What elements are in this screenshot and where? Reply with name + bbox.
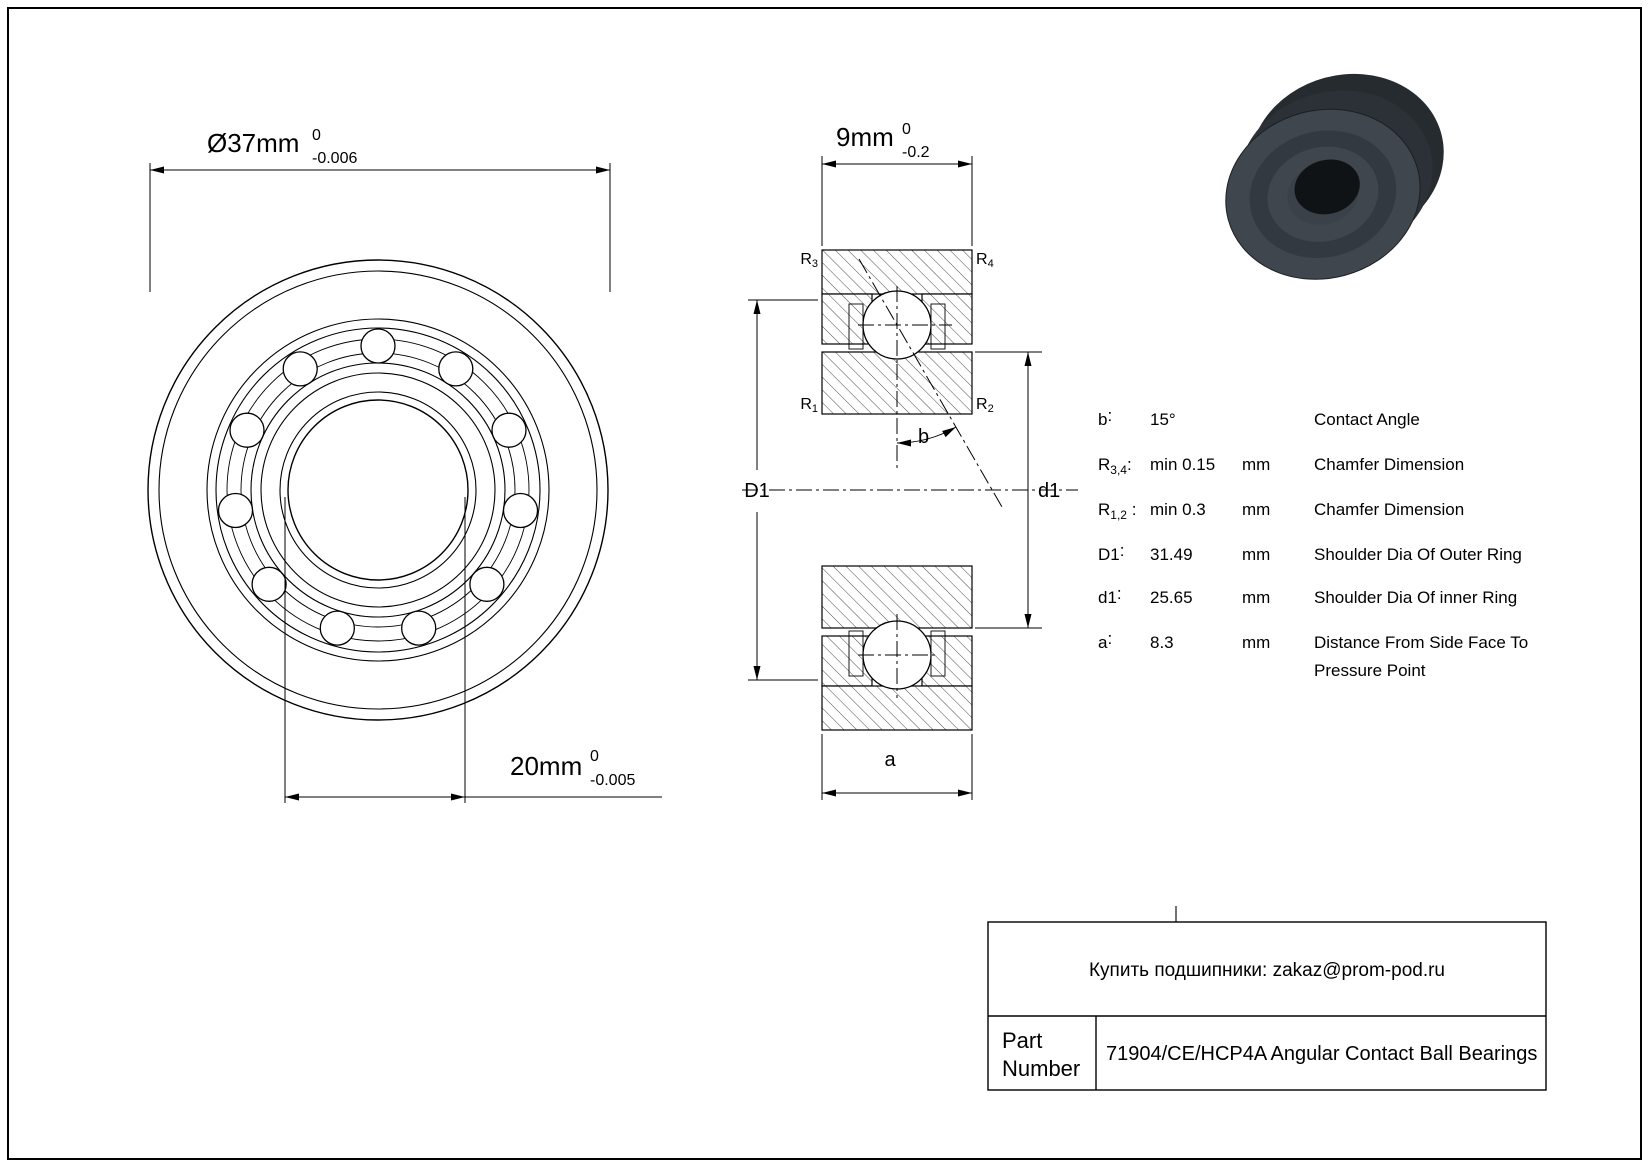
spec-unit: mm	[1242, 500, 1270, 519]
spec-table: b: 15° Contact Angle R3,4: min 0.15 mm C…	[1098, 406, 1528, 680]
inner-ring-outer-circle	[250, 362, 506, 618]
spec-desc: Distance From Side Face To	[1314, 633, 1528, 652]
dim-width-tol-upper: 0	[902, 121, 911, 138]
contact-angle-line	[858, 258, 1003, 508]
part-number: 71904/CE/HCP4A Angular Contact Ball Bear…	[1106, 1043, 1537, 1065]
spec-desc: Shoulder Dia Of Outer Ring	[1314, 545, 1522, 564]
dim-outer-diameter: Ø37mm 0 -0.006	[149, 127, 611, 292]
dim-outer-tol-lower: -0.006	[312, 150, 357, 167]
spec-unit: mm	[1242, 633, 1270, 652]
spec-row: a: 8.3 mm Distance From Side Face To Pre…	[1098, 629, 1528, 680]
ball	[360, 328, 396, 364]
spec-row: R3,4: min 0.15 mm Chamfer Dimension	[1098, 455, 1464, 477]
bearing-outer-diameter-circle	[147, 259, 609, 721]
label-d1: d1	[1038, 480, 1060, 502]
dim-a: a	[821, 734, 973, 800]
inner-ring-shoulder-circle	[260, 372, 496, 608]
chamfer-label-r4: R4	[976, 251, 994, 270]
label-b: b	[918, 426, 929, 448]
spec-row: D1: 31.49 mm Shoulder Dia Of Outer Ring	[1098, 541, 1522, 564]
contact-info: Купить подшипники: zakaz@prom-pod.ru	[1089, 960, 1445, 981]
contact-angle-arc	[896, 426, 957, 447]
spec-value: 8.3	[1150, 633, 1174, 652]
dim-width-text: 9mm	[836, 122, 894, 152]
spec-row: d1: 25.65 mm Shoulder Dia Of inner Ring	[1098, 584, 1517, 607]
spec-row: R1,2 : min 0.3 mm Chamfer Dimension	[1098, 500, 1464, 522]
ball	[491, 412, 527, 448]
chamfer-label-r3: R3	[800, 251, 818, 270]
dim-bore-tol-upper: 0	[590, 748, 599, 765]
dim-width-tol-lower: -0.2	[902, 144, 930, 161]
dim-D1: D1	[744, 299, 818, 681]
inner-ring-chamfer-circle	[279, 391, 477, 589]
dim-bore: 20mm 0 -0.005	[284, 497, 662, 803]
ball	[438, 351, 474, 387]
page-border	[7, 7, 1642, 1160]
cage-section-top-left	[848, 303, 864, 350]
dim-width: 9mm 0 -0.2	[821, 121, 973, 246]
label-D1: D1	[744, 480, 770, 502]
spec-label: a:	[1098, 629, 1112, 652]
cage-section-bottom-right	[930, 630, 946, 677]
outer-raceway-inner-circle	[215, 327, 541, 653]
ball	[401, 610, 437, 646]
spec-desc: Shoulder Dia Of inner Ring	[1314, 588, 1517, 607]
spec-label: R3,4:	[1098, 455, 1132, 477]
spec-value: 31.49	[1150, 545, 1193, 564]
outer-raceway-outer-circle	[206, 318, 550, 662]
outer-ring-bottom-section	[821, 685, 973, 731]
label-a: a	[884, 749, 896, 771]
spec-label: b:	[1098, 406, 1112, 429]
ball	[282, 351, 318, 387]
spec-unit: mm	[1242, 545, 1270, 564]
part-label-line2: Number	[1002, 1056, 1080, 1081]
front-view	[147, 259, 609, 721]
spec-value: min 0.3	[1150, 500, 1206, 519]
ball	[229, 412, 265, 448]
ball-set-front	[217, 328, 539, 646]
spec-value: 25.65	[1150, 588, 1193, 607]
spec-label: d1:	[1098, 584, 1122, 607]
chamfer-labels: R3 R4 R1 R2	[800, 251, 993, 415]
section-view	[742, 249, 1078, 731]
cage-section-top-right	[930, 303, 946, 350]
chamfer-label-r1: R1	[800, 396, 818, 415]
dim-outer-text: Ø37mm	[207, 128, 299, 158]
cage-section-bottom-left	[848, 630, 864, 677]
ball	[217, 492, 254, 529]
dim-outer-tol-upper: 0	[312, 127, 321, 144]
chamfer-label-r2: R2	[976, 396, 994, 415]
spec-desc: Chamfer Dimension	[1314, 455, 1464, 474]
part-label-line1: Part	[1002, 1028, 1042, 1053]
bearing-3d-bore-hole	[1294, 159, 1360, 215]
outer-ring-chamfer-circle	[158, 270, 598, 710]
title-block-border	[987, 921, 1547, 1091]
spec-desc-line2: Pressure Point	[1314, 661, 1426, 680]
dim-bore-tol-lower: -0.005	[590, 772, 635, 789]
spec-unit: mm	[1242, 588, 1270, 607]
bore-circle	[287, 399, 469, 581]
ball	[251, 566, 287, 602]
spec-unit: mm	[1242, 455, 1270, 474]
dim-bore-text: 20mm	[510, 751, 582, 781]
ball	[469, 566, 505, 602]
spec-label: R1,2 :	[1098, 500, 1136, 522]
spec-desc: Contact Angle	[1314, 410, 1420, 429]
spec-value: 15°	[1150, 410, 1176, 429]
spec-value: min 0.15	[1150, 455, 1215, 474]
title-block: Купить подшипники: zakaz@prom-pod.ru Par…	[987, 906, 1547, 1091]
ball	[502, 492, 539, 529]
ball	[319, 610, 355, 646]
spec-desc: Chamfer Dimension	[1314, 500, 1464, 519]
bearing-3d-render	[1225, 73, 1444, 280]
spec-label: D1:	[1098, 541, 1124, 564]
dim-d1: d1	[975, 351, 1060, 629]
spec-row: b: 15° Contact Angle	[1098, 406, 1420, 429]
